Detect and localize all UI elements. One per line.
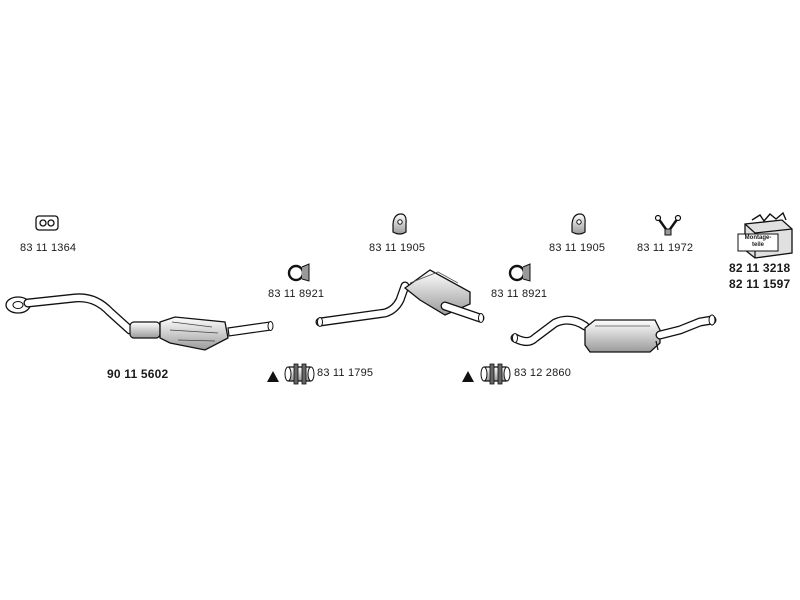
rubber-hanger-rear-icon xyxy=(571,213,586,235)
flange-gasket-icon xyxy=(35,215,59,231)
part-number-flange-gasket: 83 11 1364 xyxy=(20,242,77,254)
part-number-connector-1: 83 11 1795 xyxy=(317,367,374,379)
part-number-mounting-kit-2: 82 11 1597 xyxy=(729,277,791,291)
connector-2-icon xyxy=(480,363,511,385)
front-pipe-catalyst-part xyxy=(5,293,274,351)
rear-hanger-icon xyxy=(654,214,682,236)
clamp-1-icon xyxy=(287,263,310,282)
part-number-connector-2: 83 12 2860 xyxy=(514,367,572,379)
rubber-hanger-mid-icon xyxy=(392,213,407,235)
part-number-rubber-hanger-rear: 83 11 1905 xyxy=(549,242,606,254)
part-number-rubber-hanger-mid: 83 11 1905 xyxy=(369,242,426,254)
triangle-note-2-icon xyxy=(462,371,474,382)
clamp-2-icon xyxy=(508,263,531,282)
triangle-note-1-icon xyxy=(267,371,279,382)
mounting-kit-box-label: Montage-teile xyxy=(744,235,772,248)
part-number-mounting-kit-1: 82 11 3218 xyxy=(729,261,791,275)
mounting-kit-box-icon xyxy=(737,211,793,259)
middle-pipe-silencer-part xyxy=(315,269,485,327)
part-number-front-pipe-catalyst: 90 11 5602 xyxy=(107,367,169,381)
part-number-rear-hanger: 83 11 1972 xyxy=(637,242,694,254)
part-number-clamp-2: 83 11 8921 xyxy=(491,288,548,300)
rear-silencer-part xyxy=(510,314,717,353)
part-number-clamp-1: 83 11 8921 xyxy=(268,288,325,300)
connector-1-icon xyxy=(284,363,315,385)
